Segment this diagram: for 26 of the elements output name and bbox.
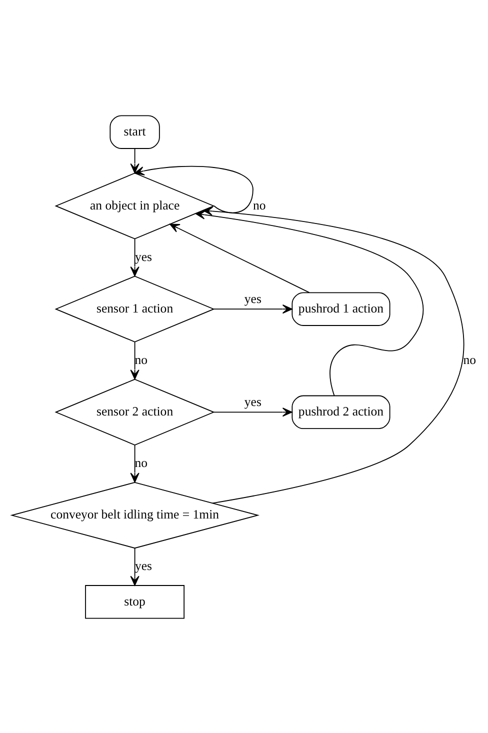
node-box: pushrod 2 action [292, 394, 390, 429]
edge-label: no [134, 456, 148, 470]
arrow [202, 206, 464, 504]
edge-label: yes [134, 558, 152, 573]
node-box: stop [85, 584, 185, 618]
arrow [213, 407, 292, 416]
arrow [170, 223, 310, 293]
edge-label: no [134, 352, 148, 366]
arrow [213, 304, 292, 314]
node-diamond: sensor 1 action [54, 275, 215, 342]
node-diamond: sensor 2 action [54, 378, 215, 445]
node-box: pushrod 1 action [292, 292, 390, 326]
edge-label: no [463, 352, 476, 366]
arrow [195, 210, 424, 396]
arrow [134, 165, 254, 213]
arrow [130, 341, 140, 380]
arrow [130, 547, 140, 586]
edge-label: yes [244, 291, 262, 306]
node-diamond: conveyor belt idling time = 1min [10, 481, 260, 548]
node-box: start [110, 114, 160, 148]
edge-label: no [252, 198, 266, 212]
arrow [130, 444, 140, 482]
edge-label: yes [134, 249, 152, 264]
edge-label: yes [244, 394, 262, 408]
arrow [130, 238, 140, 276]
arrow [130, 148, 140, 173]
